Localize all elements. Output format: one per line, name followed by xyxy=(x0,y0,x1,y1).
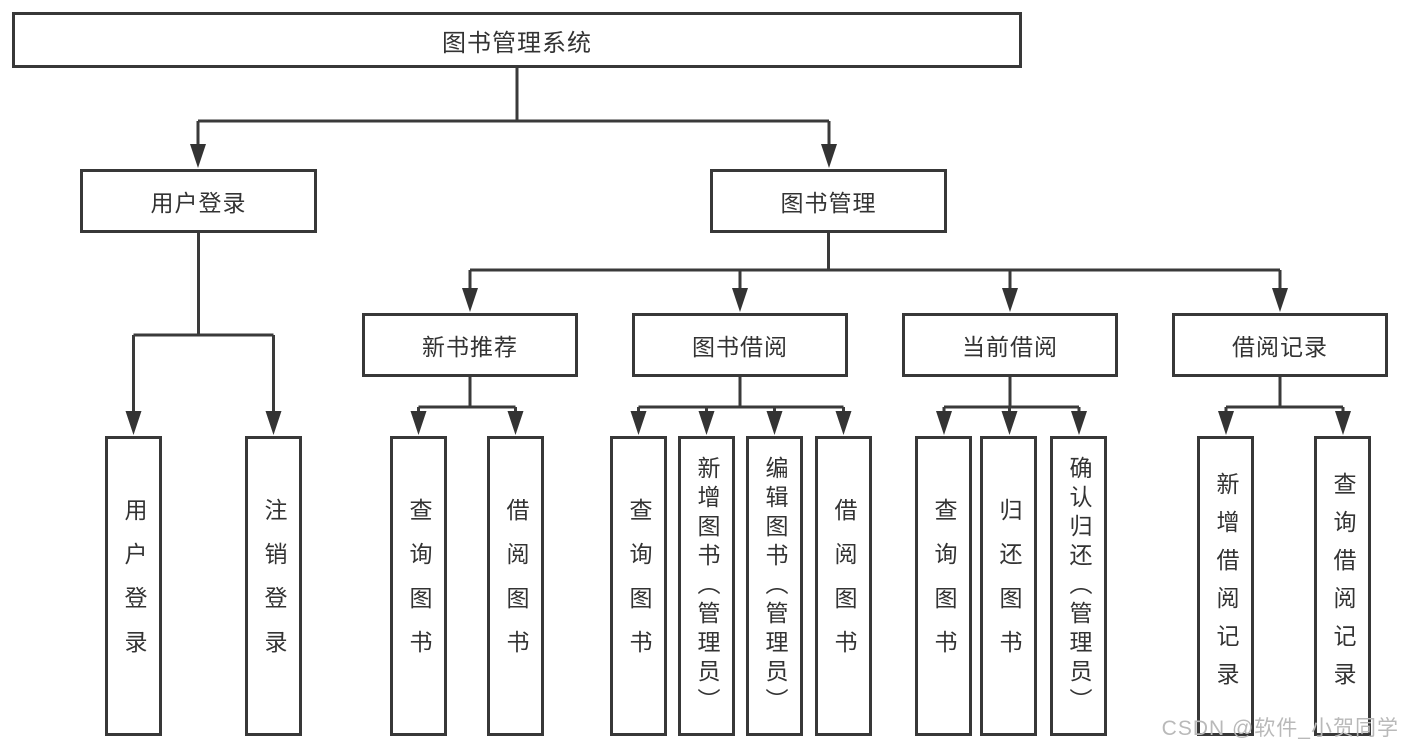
leaf-query-book-recommend: 查询图书 xyxy=(390,436,447,736)
leaf-query-borrow-record: 查询借阅记录 xyxy=(1314,436,1371,736)
leaf-add-book-admin: 新增图书（管理员） xyxy=(678,436,735,736)
leaf-borrow-book: 借阅图书 xyxy=(815,436,872,736)
node-new-book-recommend: 新书推荐 xyxy=(362,313,578,377)
node-label: 图书管理 xyxy=(780,190,877,216)
node-label: 查询图书 xyxy=(931,498,957,674)
leaf-query-book-borrowing: 查询图书 xyxy=(610,436,667,736)
csdn-watermark: CSDN @软件_小贺同学 xyxy=(1161,717,1399,740)
node-user-login: 用户登录 xyxy=(80,169,317,233)
node-current-borrowing: 当前借阅 xyxy=(902,313,1118,377)
node-book-borrowing: 图书借阅 xyxy=(632,313,848,377)
leaf-edit-book-admin: 编辑图书（管理员） xyxy=(746,436,803,736)
node-label: 新书推荐 xyxy=(422,334,518,360)
leaf-query-book-current: 查询图书 xyxy=(915,436,972,736)
node-label: 归还图书 xyxy=(996,498,1022,674)
node-label: 确认归还（管理员） xyxy=(1066,455,1092,717)
leaf-borrow-book-recommend: 借阅图书 xyxy=(487,436,544,736)
node-label: 新增图书（管理员） xyxy=(694,455,720,717)
node-label: 用户登录 xyxy=(150,190,247,216)
node-label: 查询借阅记录 xyxy=(1330,472,1356,700)
node-label: 注销登录 xyxy=(261,498,287,674)
node-borrowing-records: 借阅记录 xyxy=(1172,313,1388,377)
node-library-management-system: 图书管理系统 xyxy=(12,12,1022,68)
node-label: 查询图书 xyxy=(626,498,652,674)
node-label: 借阅记录 xyxy=(1232,334,1328,360)
node-label: 当前借阅 xyxy=(962,334,1058,360)
node-label: 编辑图书（管理员） xyxy=(762,455,788,717)
node-label: 图书管理系统 xyxy=(442,29,592,57)
leaf-return-book: 归还图书 xyxy=(980,436,1037,736)
node-book-management: 图书管理 xyxy=(710,169,947,233)
leaf-logout: 注销登录 xyxy=(245,436,302,736)
leaf-confirm-return-admin: 确认归还（管理员） xyxy=(1050,436,1107,736)
leaf-user-login: 用户登录 xyxy=(105,436,162,736)
node-label: 借阅图书 xyxy=(503,498,529,674)
leaf-add-borrow-record: 新增借阅记录 xyxy=(1197,436,1254,736)
node-label: 借阅图书 xyxy=(831,498,857,674)
node-label: 用户登录 xyxy=(121,498,147,674)
node-label: 查询图书 xyxy=(406,498,432,674)
node-label: 图书借阅 xyxy=(692,334,788,360)
node-label: 新增借阅记录 xyxy=(1213,472,1239,700)
